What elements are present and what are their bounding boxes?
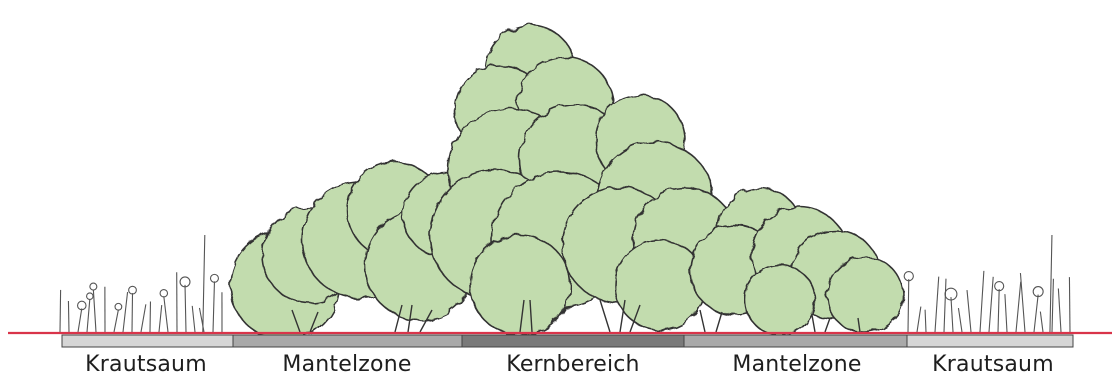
zone-label-mantelzone-right: Mantelzone: [732, 352, 861, 377]
herb-stem: [935, 277, 939, 332]
herb-stem: [185, 285, 186, 332]
zone-label-krautsaum-right: Krautsaum: [932, 352, 1054, 377]
herb-stem: [78, 308, 82, 332]
zone-bar-krautsaum-left: [62, 335, 233, 347]
zone-label-krautsaum-left: Krautsaum: [85, 352, 207, 377]
herb-stem: [93, 290, 96, 332]
herb-stem: [998, 289, 999, 332]
herb-stem: [1052, 279, 1053, 332]
flower-head: [90, 283, 97, 290]
right-shrub-canopy: [827, 257, 903, 333]
herb-stem: [1005, 294, 1007, 332]
herb-stem: [141, 304, 146, 332]
zone-label-kernbereich: Kernbereich: [506, 352, 639, 377]
herb-stem: [87, 299, 90, 332]
zone-bar: [62, 335, 1073, 347]
herb-stem: [908, 279, 909, 332]
right-tree-canopy: [615, 240, 705, 330]
zone-bar-kernbereich: [462, 335, 684, 347]
herb-stem: [1040, 312, 1043, 332]
herb-stem: [213, 281, 214, 332]
zone-label-mantelzone-left: Mantelzone: [282, 352, 411, 377]
herb-stem: [164, 296, 168, 332]
flower-head: [160, 290, 167, 297]
herb-stem: [1058, 288, 1061, 332]
herb-stem: [192, 306, 195, 332]
herb-stem: [60, 290, 61, 332]
herb-stem: [114, 310, 118, 332]
herb-stem: [1069, 277, 1070, 332]
herb-spike: [203, 235, 205, 332]
herb-stem: [925, 310, 926, 332]
herb-stem: [159, 305, 162, 332]
herb-stem: [68, 301, 69, 332]
zone-bar-mantelzone-left: [233, 335, 462, 347]
flower-head: [115, 303, 122, 310]
herb-stem: [1016, 282, 1021, 332]
herb-stem: [980, 271, 984, 332]
herb-layer-right: [904, 235, 1070, 332]
herb-layer-left: [60, 235, 222, 332]
herb-stem: [989, 277, 993, 332]
herb-stem: [1034, 295, 1038, 332]
right-shrub-canopy: [745, 265, 815, 335]
herb-stem: [958, 308, 962, 332]
central-tree-canopy: [470, 235, 570, 335]
herb-stem: [951, 297, 953, 332]
zone-bar-mantelzone-right: [684, 335, 907, 347]
zone-bar-krautsaum-right: [907, 335, 1073, 347]
flower-head: [210, 274, 218, 282]
herb-stem: [917, 307, 921, 332]
herb-stem: [944, 279, 946, 332]
shrub-canopies: [230, 25, 903, 340]
flower-head: [87, 293, 93, 299]
flower-head: [78, 301, 86, 309]
flower-head: [129, 286, 137, 294]
herb-stem: [1020, 273, 1025, 332]
herb-stem: [123, 292, 128, 332]
herb-spike: [1050, 235, 1052, 332]
herb-stem: [132, 293, 133, 332]
herb-stem: [967, 290, 971, 332]
